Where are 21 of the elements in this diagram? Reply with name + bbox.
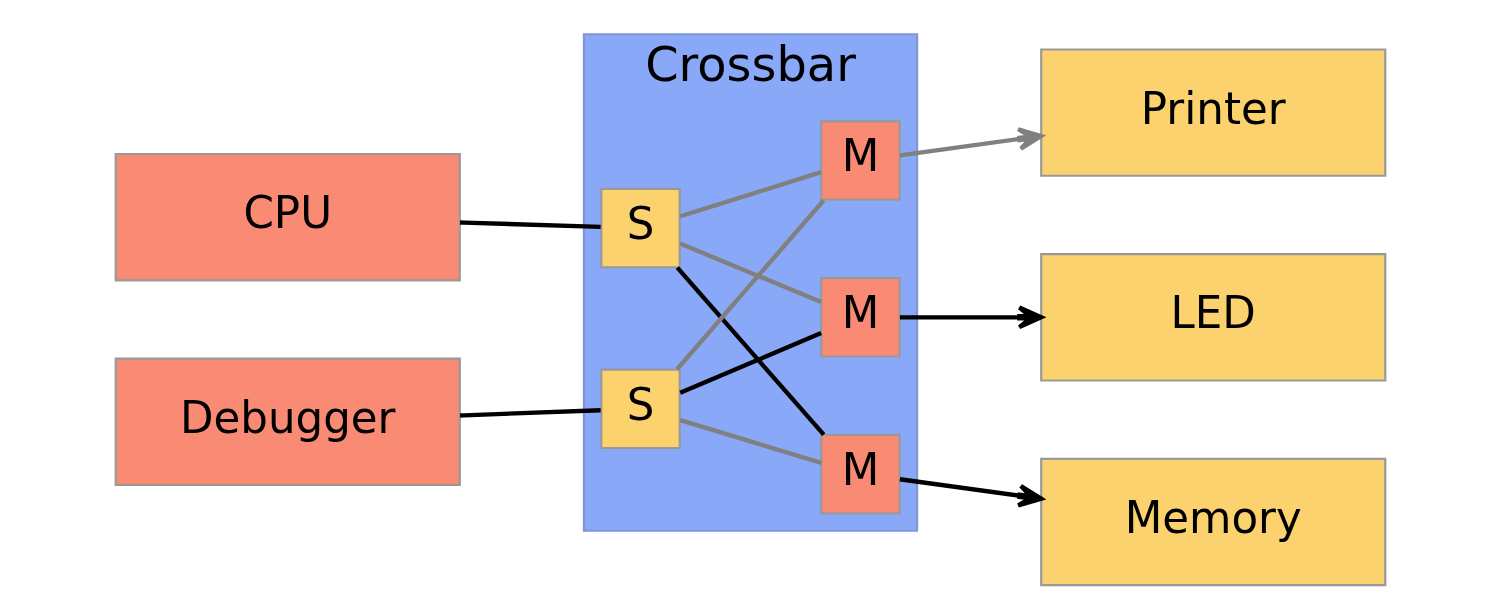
node-box: S [600, 368, 681, 450]
connector [675, 266, 826, 437]
node-box: LED [1040, 253, 1387, 382]
node-box: M [820, 277, 901, 358]
connector [460, 220, 601, 230]
connector [679, 418, 822, 465]
arrow [899, 305, 1044, 330]
node-box: M [820, 433, 901, 515]
node-box: Memory [1040, 457, 1387, 587]
connector [679, 241, 822, 304]
arrow [899, 477, 1044, 508]
connector [679, 331, 823, 395]
node-box: Printer [1040, 48, 1387, 177]
node-box: S [600, 187, 681, 269]
node-box: M [820, 120, 901, 201]
connector [675, 199, 826, 371]
connector [460, 408, 601, 418]
arrow [899, 127, 1044, 158]
connector [679, 170, 822, 219]
node-box: Debugger [114, 357, 461, 487]
node-box: CPU [114, 152, 461, 282]
